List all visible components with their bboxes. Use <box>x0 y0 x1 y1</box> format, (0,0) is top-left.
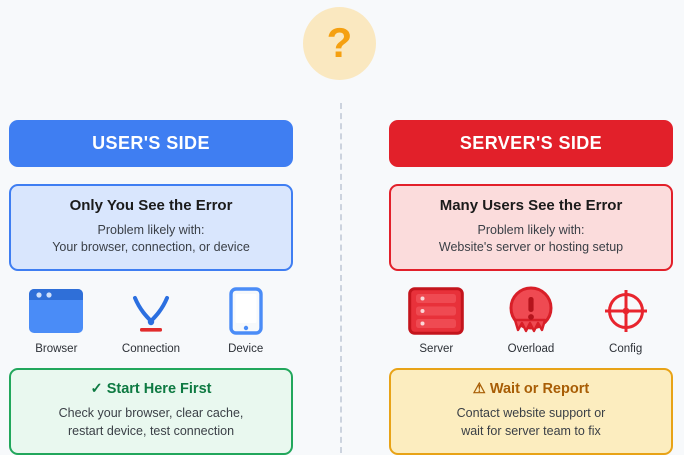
server-diagnosis-title: Many Users See the Error <box>439 197 623 214</box>
server-icon-label-config: Config <box>609 343 643 355</box>
user-diagnosis-card: Only You See the Error Problem likely wi… <box>9 184 293 271</box>
center-divider <box>340 103 342 453</box>
config-target-icon <box>602 287 650 335</box>
server-advice-line-2: wait for server team to fix <box>461 424 601 438</box>
user-icon-label-browser: Browser <box>35 343 78 355</box>
user-icon-row: Browser Connection Device <box>9 287 293 355</box>
user-side-column: USER'S SIDE Only You See the Error Probl… <box>9 120 293 455</box>
user-advice-title-text: Start Here First <box>106 381 212 397</box>
overload-icon <box>507 286 555 335</box>
server-advice-title-text: Wait or Report <box>489 381 590 397</box>
user-icon-item-browser: Browser <box>14 287 98 355</box>
server-diagnosis-detail: Website's server or hosting setup <box>438 240 624 254</box>
user-diagnosis-title: Only You See the Error <box>69 197 233 214</box>
question-badge: ? <box>303 7 376 80</box>
check-icon: ✓ <box>90 381 103 397</box>
server-diagnosis-card: Many Users See the Error Problem likely … <box>389 184 673 271</box>
user-advice-card: ✓ Start Here First Check your browser, c… <box>9 368 293 455</box>
server-icon-label-server: Server <box>419 343 454 355</box>
user-advice-line-1: Check your browser, clear cache, <box>58 406 244 420</box>
user-diagnosis-subtitle: Problem likely with: <box>97 223 205 237</box>
server-icon-item-server: Server <box>394 287 478 355</box>
question-mark-icon: ? <box>326 18 353 66</box>
device-icon <box>228 287 263 335</box>
server-side-header-label: SERVER'S SIDE <box>459 133 603 153</box>
user-icon-item-connection: Connection <box>109 287 193 355</box>
server-advice-card: ⚠ Wait or Report Contact website support… <box>389 368 673 455</box>
server-side-column: SERVER'S SIDE Many Users See the Error P… <box>389 120 673 455</box>
warning-icon: ⚠ <box>472 381 486 397</box>
server-advice-line-1: Contact website support or <box>456 406 606 420</box>
server-icon-row: Server Overload <box>389 286 673 355</box>
server-rack-icon <box>408 287 465 335</box>
server-advice-title: ⚠ Wait or Report <box>401 381 661 397</box>
server-icon-label-overload: Overload <box>507 343 555 355</box>
connection-icon <box>128 287 174 335</box>
server-icon-item-config: Config <box>584 287 668 355</box>
user-icon-item-device: Device <box>204 287 288 355</box>
browser-icon <box>28 287 84 335</box>
server-icon-item-overload: Overload <box>489 286 573 355</box>
user-side-header-label: USER'S SIDE <box>92 133 210 153</box>
server-side-header: SERVER'S SIDE <box>389 120 673 167</box>
user-advice-title: ✓ Start Here First <box>21 381 281 397</box>
user-side-header: USER'S SIDE <box>9 120 293 167</box>
user-diagnosis-detail: Your browser, connection, or device <box>52 240 250 254</box>
user-advice-line-2: restart device, test connection <box>67 424 235 438</box>
user-icon-label-device: Device <box>228 343 264 355</box>
user-icon-label-connection: Connection <box>121 343 181 355</box>
server-diagnosis-subtitle: Problem likely with: <box>477 223 585 237</box>
